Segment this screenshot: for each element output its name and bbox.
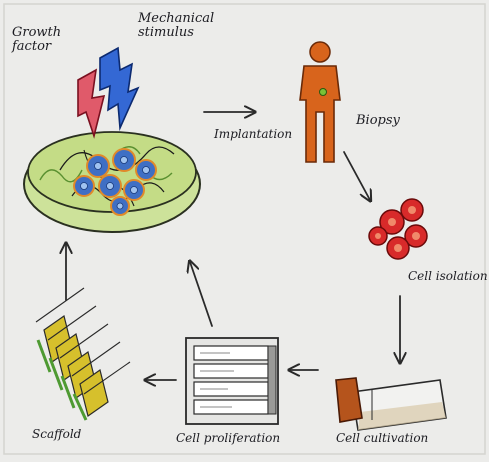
cell-4 [74,176,94,196]
cell-isolation-label: Cell isolation [408,270,488,283]
petri-dish-with-cells [24,132,200,232]
scaffold-label: Scaffold [32,428,81,441]
proliferation-chamber [186,338,278,424]
isolated-cell-2 [401,199,423,221]
growth-factor-label: Growth factor [12,26,82,53]
cell-7 [111,197,129,215]
flask-cap [336,378,362,422]
scaffold [36,288,130,420]
mechanical-stimulus-bolt-icon [100,48,138,128]
cell-cultivation-label: Cell cultivation [336,432,428,445]
culture-flask [336,378,446,430]
cell-6 [124,180,144,200]
biopsy-site-icon [320,89,327,96]
biopsy-label: Biopsy [356,114,400,128]
cell-2 [113,149,135,171]
implantation-label: Implantation [214,128,292,141]
cell-5 [99,175,121,197]
patient-figure [300,42,340,162]
isolated-cell-5 [369,227,387,245]
patient-head [310,42,330,62]
mechanical-stimulus-label: Mechanical stimulus [138,12,218,39]
cell-1 [87,155,109,177]
patient-body [300,66,340,162]
cell-proliferation-label: Cell proliferation [176,432,280,445]
cell-3 [136,160,156,180]
isolated-cells [369,199,427,259]
isolated-cell-4 [387,237,409,259]
arrow-to-isolation [344,152,370,200]
arrow-proliferation-to-dish [190,262,212,326]
